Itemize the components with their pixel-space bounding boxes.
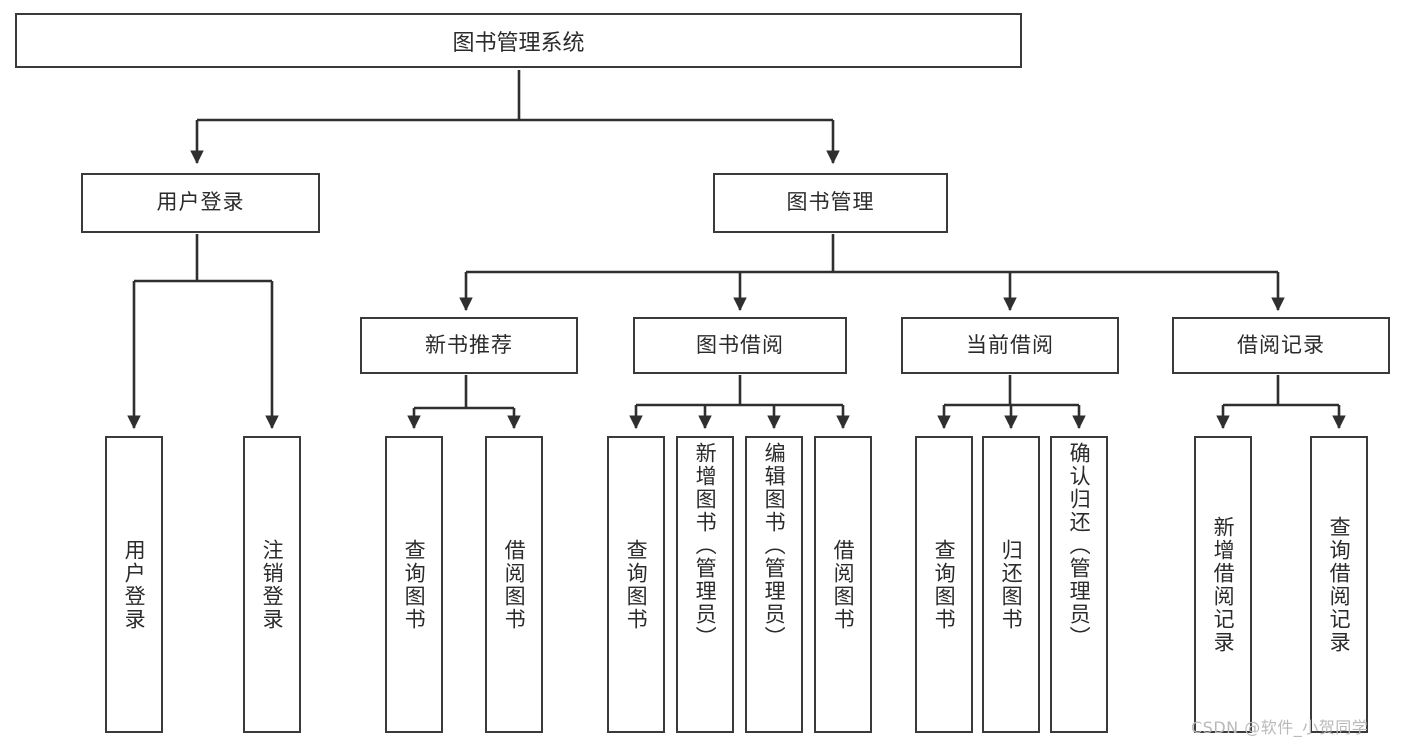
leaf-label: 查询借阅记录: [1327, 515, 1352, 654]
leaf-record-query-record[interactable]: 查询借阅记录: [1310, 436, 1368, 733]
leaf-label: 新增借阅记录: [1211, 515, 1236, 654]
node-book-borrow[interactable]: 图书借阅: [633, 317, 847, 374]
leaf-text-wrap: 用户登录: [107, 438, 161, 731]
leaf-text-wrap: 新增借阅记录: [1196, 438, 1250, 731]
node-label: 图书管理系统: [452, 30, 585, 56]
node-book-management[interactable]: 图书管理: [713, 173, 948, 233]
node-label: 借阅记录: [1237, 332, 1325, 357]
leaf-label: 借阅图书: [502, 538, 527, 631]
leaf-record-add-record[interactable]: 新增借阅记录: [1194, 436, 1252, 733]
node-user-login[interactable]: 用户登录: [81, 173, 320, 233]
leaf-label: 编辑图书（管理员）: [762, 442, 787, 649]
csdn-watermark: CSDN @软件_小贺同学: [1191, 718, 1369, 737]
leaf-label: 查询图书: [624, 538, 649, 631]
leaf-text-wrap: 注销登录: [245, 438, 299, 731]
leaf-new-book-query[interactable]: 查询图书: [385, 436, 443, 733]
leaf-borrow-edit-book-admin[interactable]: 编辑图书（管理员）: [745, 436, 803, 733]
node-current-borrow[interactable]: 当前借阅: [901, 317, 1119, 374]
node-label: 图书借阅: [696, 332, 784, 357]
leaf-current-query-book[interactable]: 查询图书: [915, 436, 973, 733]
leaf-text-wrap: 确认归还（管理员）: [1052, 438, 1106, 731]
leaf-label: 查询图书: [402, 538, 427, 631]
leaf-label: 新增图书（管理员）: [693, 442, 718, 649]
leaf-label: 借阅图书: [831, 538, 856, 631]
leaf-user-login-login[interactable]: 用户登录: [105, 436, 163, 733]
node-new-book-recommend[interactable]: 新书推荐: [360, 317, 578, 374]
node-label: 图书管理: [786, 190, 875, 215]
leaf-text-wrap: 查询图书: [387, 438, 441, 731]
leaf-user-login-logout[interactable]: 注销登录: [243, 436, 301, 733]
node-root-library-system[interactable]: 图书管理系统: [15, 13, 1022, 68]
node-label: 当前借阅: [966, 332, 1054, 357]
node-label: 新书推荐: [425, 332, 513, 357]
leaf-label: 归还图书: [999, 538, 1024, 631]
leaf-text-wrap: 借阅图书: [487, 438, 541, 731]
leaf-current-return-book[interactable]: 归还图书: [982, 436, 1040, 733]
leaf-borrow-query-book[interactable]: 查询图书: [607, 436, 665, 733]
leaf-label: 查询图书: [932, 538, 957, 631]
leaf-borrow-add-book-admin[interactable]: 新增图书（管理员）: [676, 436, 734, 733]
leaf-new-book-borrow[interactable]: 借阅图书: [485, 436, 543, 733]
leaf-text-wrap: 新增图书（管理员）: [678, 438, 732, 731]
leaf-text-wrap: 查询借阅记录: [1312, 438, 1366, 731]
leaf-text-wrap: 归还图书: [984, 438, 1038, 731]
leaf-text-wrap: 编辑图书（管理员）: [747, 438, 801, 731]
leaf-text-wrap: 借阅图书: [816, 438, 870, 731]
leaf-label: 确认归还（管理员）: [1067, 442, 1092, 649]
leaf-label: 注销登录: [260, 538, 285, 631]
leaf-current-confirm-return-admin[interactable]: 确认归还（管理员）: [1050, 436, 1108, 733]
node-label: 用户登录: [156, 190, 245, 215]
leaf-text-wrap: 查询图书: [917, 438, 971, 731]
leaf-text-wrap: 查询图书: [609, 438, 663, 731]
leaf-label: 用户登录: [122, 538, 147, 631]
node-borrow-record[interactable]: 借阅记录: [1172, 317, 1390, 374]
leaf-borrow-borrow-book[interactable]: 借阅图书: [814, 436, 872, 733]
